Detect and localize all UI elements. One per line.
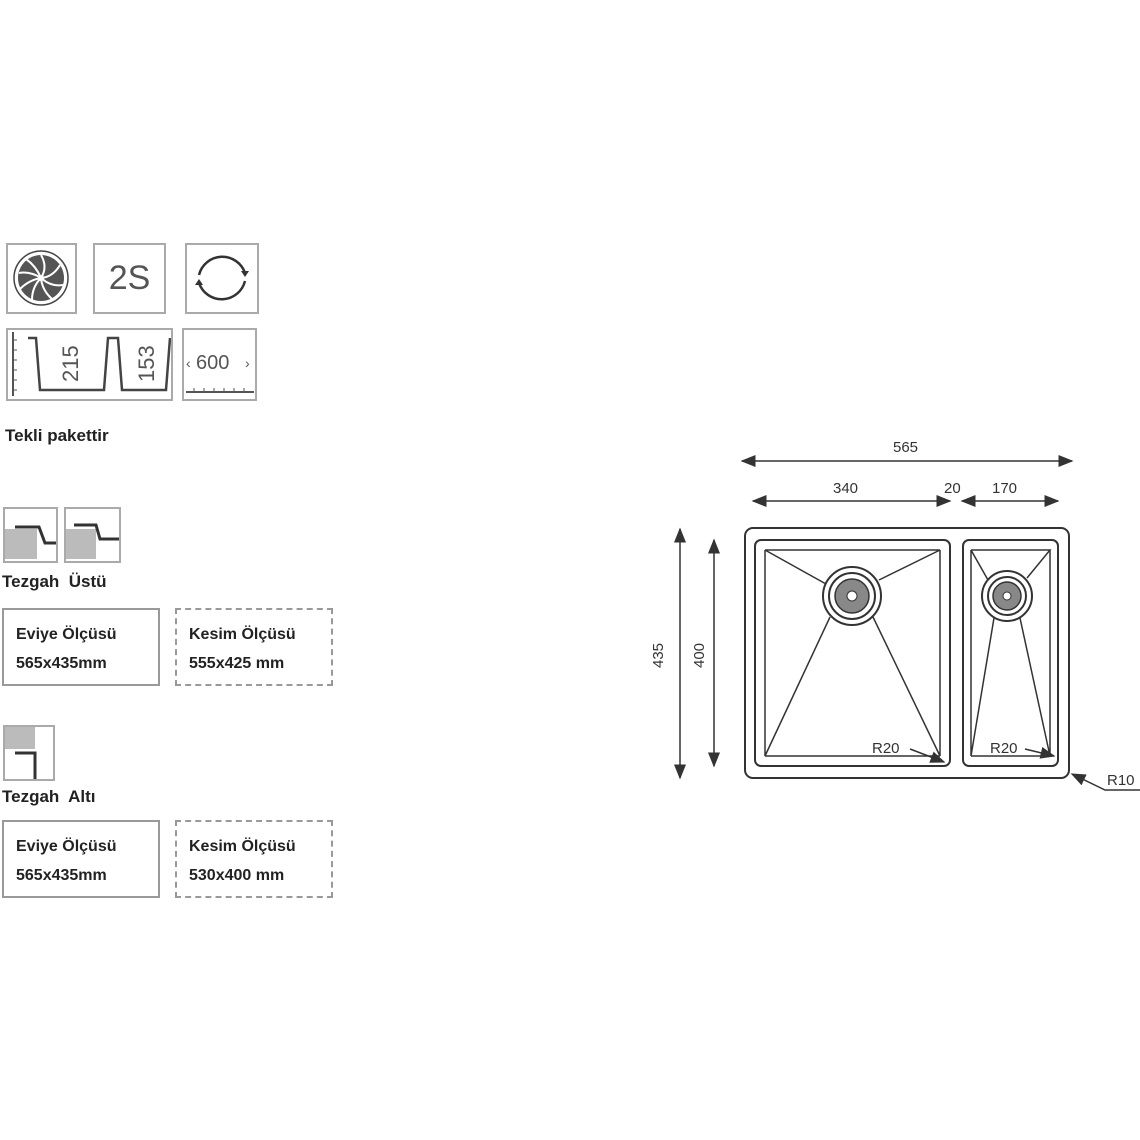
strainer-swirl-icon (13, 250, 69, 306)
series-label: 2S (108, 259, 151, 297)
right-bowl (962, 539, 1059, 767)
countertop-under-mount-icon (5, 727, 37, 779)
top-mount-icon-2 (64, 507, 121, 563)
left-bowl (754, 539, 951, 767)
bowl-depth-icon: 215 153 (12, 332, 172, 396)
top-mount-label: Tezgah Üstü (2, 572, 107, 591)
label-bowl-depth: 400 (691, 643, 708, 668)
svg-text:›: › (245, 355, 250, 371)
depth-left-label: 215 (58, 345, 83, 382)
cabinet-width-label: 600 (196, 352, 229, 374)
under-mount-label: Tezgah Altı (2, 787, 96, 806)
label-left-bowl-width: 340 (833, 480, 858, 497)
countertop-top-mount-icon (5, 525, 56, 559)
label-total-depth: 435 (650, 643, 667, 668)
label-right-radius: R20 (990, 740, 1018, 757)
right-drain-icon (981, 570, 1033, 622)
top-mount-cut-size: Kesim Ölçüsü 555x425 mm (175, 608, 333, 686)
bowl-depth-profile: 215 153 (6, 328, 173, 401)
countertop-top-mount-flat-icon (66, 523, 119, 559)
label-outer-radius: R10 (1107, 772, 1135, 789)
reversible-circle-icon (195, 255, 249, 301)
depth-right-label: 153 (134, 345, 159, 382)
label-divider-width: 20 (944, 480, 961, 497)
label-left-radius: R20 (872, 740, 900, 757)
package-note: Tekli pakettir (5, 426, 109, 445)
drain-strainer-icon-box (6, 243, 77, 314)
svg-text:‹: ‹ (186, 355, 191, 371)
cabinet-width-box: ‹ 600 › (182, 328, 257, 401)
top-mount-icon-1 (3, 507, 58, 563)
under-mount-icon (3, 725, 55, 781)
under-mount-cut-size: Kesim Ölçüsü 530x400 mm (175, 820, 333, 898)
sink-outline (744, 527, 1070, 779)
left-drain-icon (822, 566, 882, 626)
series-badge: 2S (93, 243, 166, 314)
under-mount-sink-size: Eviye Ölçüsü 565x435mm (2, 820, 160, 898)
cabinet-width-icon: ‹ 600 › (186, 352, 254, 393)
label-right-bowl-width: 170 (992, 480, 1017, 497)
top-mount-sink-size: Eviye Ölçüsü 565x435mm (2, 608, 160, 686)
reversible-icon-box (185, 243, 259, 314)
label-total-width: 565 (893, 439, 918, 456)
